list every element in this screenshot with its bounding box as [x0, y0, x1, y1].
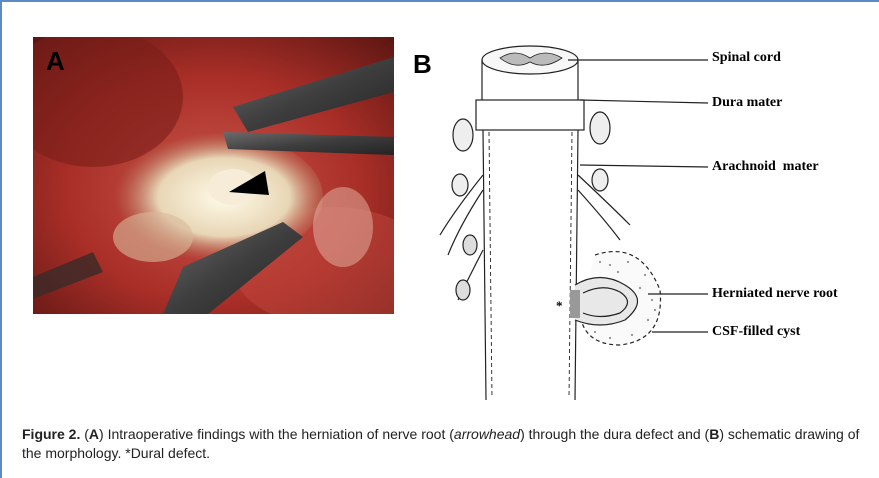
caption-a-letter: A [89, 426, 99, 442]
caption-figure-label: Figure 2. [22, 426, 80, 442]
label-arachnoid-mater: Arachnoid mater [712, 159, 819, 175]
dura-band [476, 100, 584, 130]
surgical-photo-icon [33, 37, 394, 314]
surgical-photo [33, 37, 394, 314]
caption-text-a2: ) through the dura defect and ( [520, 426, 709, 442]
caption-text-a: ) Intraoperative findings with the herni… [99, 426, 454, 442]
label-dura-mater: Dura mater [712, 95, 782, 111]
schematic-drawing [420, 40, 860, 410]
label-herniated-nerve-root: Herniated nerve root [712, 286, 838, 302]
figure-caption: Figure 2. (A) Intraoperative findings wi… [22, 425, 862, 463]
dural-defect-asterisk: * [556, 298, 563, 314]
label-csf-cyst: CSF-filled cyst [712, 324, 800, 340]
caption-arrowhead: arrowhead [454, 426, 520, 442]
panel-a-letter: A [46, 46, 65, 77]
label-spinal-cord: Spinal cord [712, 50, 781, 66]
caption-b-letter: B [709, 426, 719, 442]
